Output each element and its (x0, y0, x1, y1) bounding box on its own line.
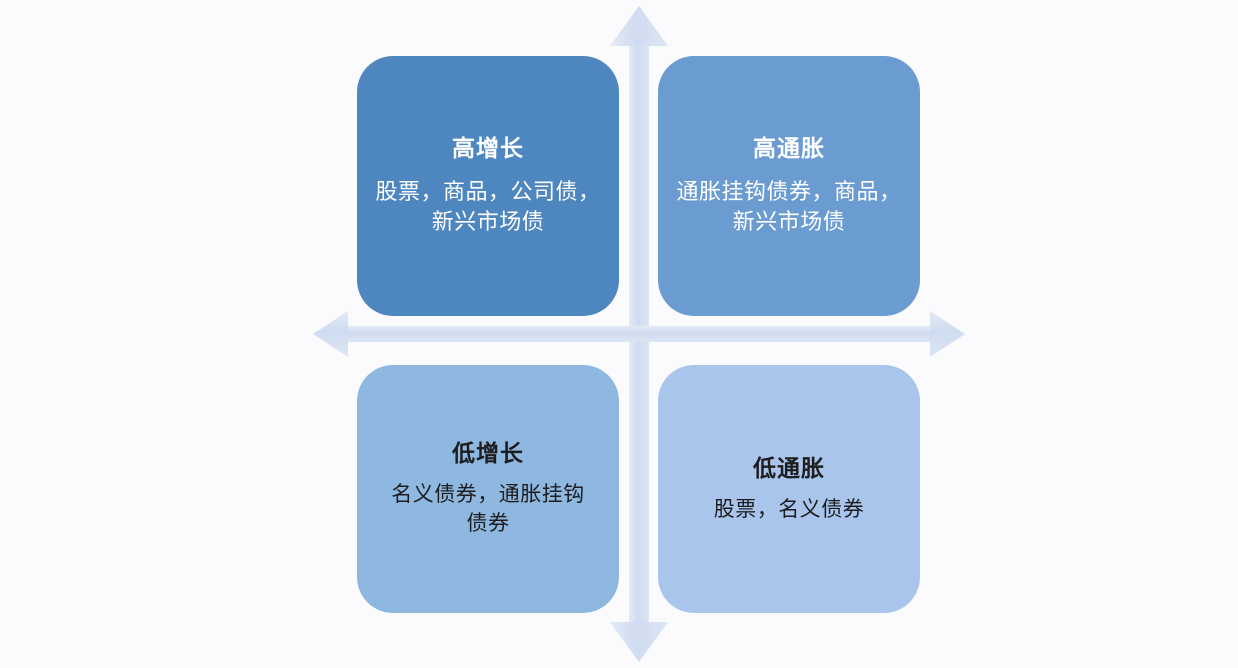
axis-arrow-left (313, 311, 348, 357)
quadrant-title: 高通胀 (753, 134, 825, 161)
quadrant-body: 名义债券，通胀挂钩债券 (391, 482, 585, 536)
axis-arrow-right (930, 311, 965, 357)
quadrant-high-inflation[interactable]: 高通胀 通胀挂钩债券，商品，新兴市场债 (658, 56, 920, 316)
quadrant-low-inflation[interactable]: 低通胀 股票，名义债券 (658, 365, 920, 613)
quadrant-low-growth[interactable]: 低增长 名义债券，通胀挂钩债券 (357, 365, 619, 613)
axis-horizontal-shaft (340, 326, 940, 342)
axis-arrow-up (610, 6, 668, 46)
axis-arrow-down (610, 622, 668, 662)
quadrant-body: 股票，名义债券 (713, 497, 865, 521)
quadrant-body: 通胀挂钩债券，商品，新兴市场债 (676, 178, 902, 235)
quadrant-body: 股票，商品，公司债，新兴市场债 (375, 178, 601, 235)
quadrant-title: 低增长 (452, 440, 524, 467)
axis-vertical-shaft (629, 38, 649, 632)
quadrant-title: 高增长 (452, 134, 524, 161)
quadrant-high-growth[interactable]: 高增长 股票，商品，公司债，新兴市场债 (357, 56, 619, 316)
quadrant-title: 低通胀 (753, 454, 825, 481)
